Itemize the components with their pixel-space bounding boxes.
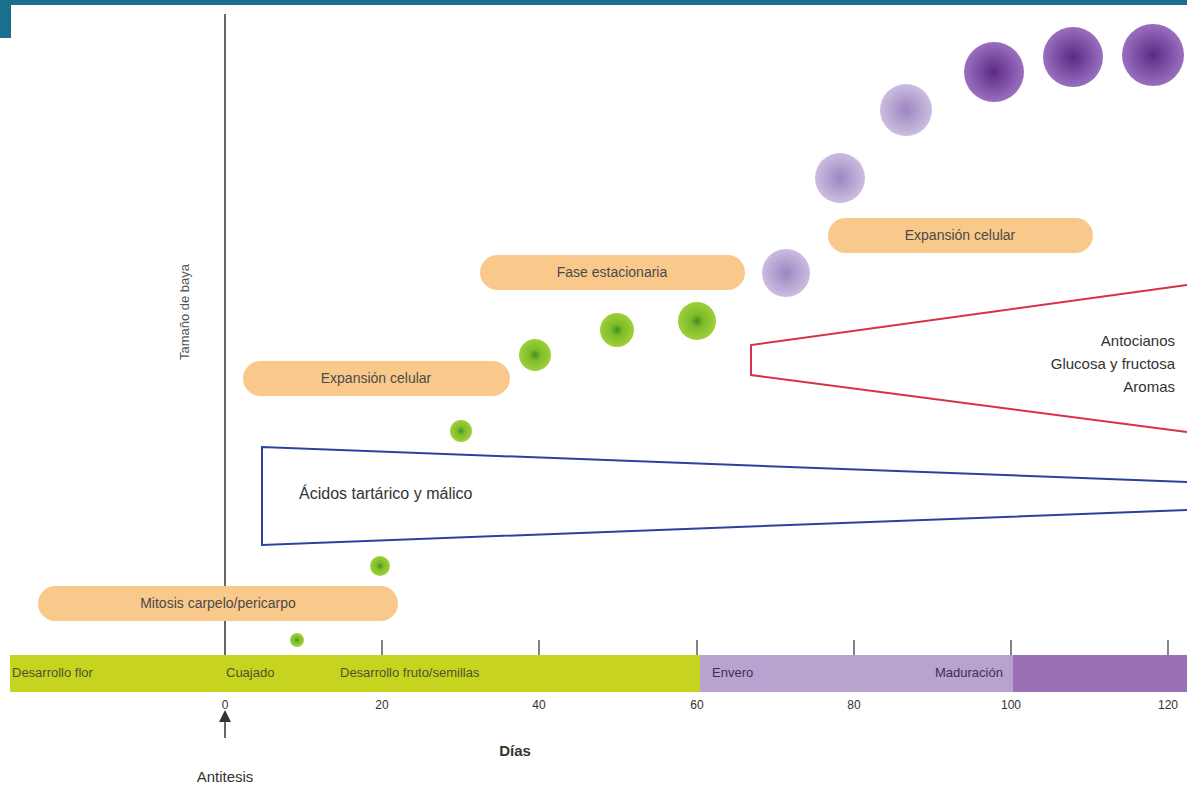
stage-label: Maduración <box>935 665 1003 680</box>
axis-label: Tamaño de baya <box>177 264 192 360</box>
wedge-text: AntocianosGlucosa y fructosaAromas <box>1051 329 1175 398</box>
axis-ticks <box>382 640 1168 655</box>
wedge-path <box>262 447 1187 545</box>
compound-label: Ácidos tartárico y málico <box>299 483 472 505</box>
tick-number: 20 <box>375 698 388 712</box>
stage-label: Desarrollo fruto/semillas <box>340 665 479 680</box>
stage-band: Desarrollo flor Cuajado Desarrollo fruto/s… <box>10 655 700 692</box>
berries <box>290 24 1184 647</box>
phase-pill: Expansión celular <box>243 361 510 396</box>
stage-band: Envero Maduración <box>700 655 1187 692</box>
phase-label: Fase estacionaria <box>557 264 668 280</box>
tick-number: 100 <box>1001 698 1021 712</box>
accumulation-wedge: AntocianosGlucosa y fructosaAromas <box>750 285 1187 432</box>
event-label: Antitesis <box>197 768 254 785</box>
compound-label: Antocianos <box>1051 329 1175 352</box>
tick-number: 40 <box>532 698 545 712</box>
wedge-path <box>751 285 1187 432</box>
compound-label: Glucosa y fructosa <box>1051 352 1175 375</box>
tick-number: 60 <box>690 698 703 712</box>
phase-label: Mitosis carpelo/pericarpo <box>140 595 296 611</box>
stage-label: Cuajado <box>226 665 274 680</box>
axis-title: Días <box>499 742 531 759</box>
phase-label: Expansión celular <box>321 370 432 386</box>
phase-pill: Mitosis carpelo/pericarpo <box>38 586 398 621</box>
acid-wedge: Ácidos tartárico y málico <box>261 447 1187 545</box>
phase-pill: Fase estacionaria <box>480 255 745 290</box>
tick-number: 0 <box>222 698 229 712</box>
tick-number: 80 <box>847 698 860 712</box>
y-axis <box>224 14 226 655</box>
wedge-text: Ácidos tartárico y málico <box>299 483 472 505</box>
phase-label: Expansión celular <box>905 227 1016 243</box>
tick-number: 120 <box>1158 698 1178 712</box>
compound-label: Aromas <box>1051 375 1175 398</box>
anthesis-arrow <box>224 716 226 738</box>
stage-label: Desarrollo flor <box>12 665 93 680</box>
corner-mark <box>0 0 11 38</box>
stage-label: Envero <box>712 665 753 680</box>
top-bar <box>0 0 1187 5</box>
phase-pill: Expansión celular <box>828 218 1093 253</box>
